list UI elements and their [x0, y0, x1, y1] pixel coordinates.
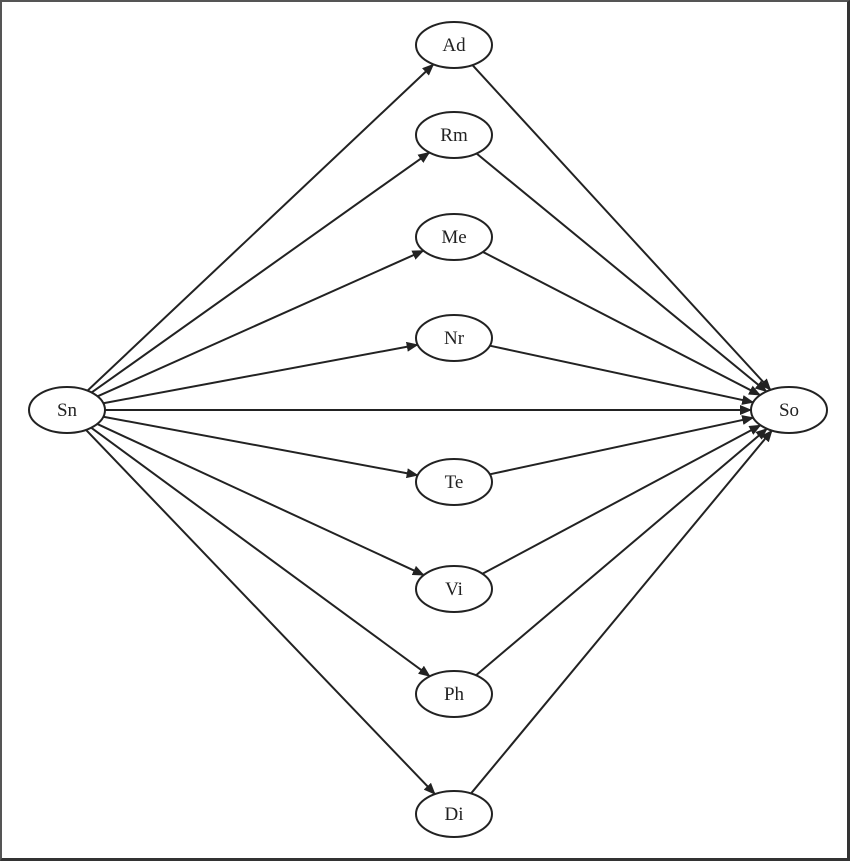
node-ellipse — [415, 458, 493, 506]
node-ellipse — [415, 21, 493, 69]
edge-sn-to-vi — [96, 423, 425, 576]
node-ellipse — [415, 213, 493, 261]
node-ph: Ph — [415, 670, 493, 718]
node-di: Di — [415, 790, 493, 838]
node-nr: Nr — [415, 314, 493, 362]
edge-ad-to-so — [471, 64, 772, 391]
node-label: Nr — [444, 328, 465, 349]
node-ellipse — [415, 565, 493, 613]
edge-sn-to-di — [85, 429, 436, 795]
node-label: Rm — [440, 125, 468, 146]
node-me: Me — [415, 213, 493, 261]
node-label: Te — [445, 472, 464, 493]
node-sn: Sn — [28, 386, 106, 434]
node-ellipse — [415, 111, 493, 159]
edge-vi-to-so — [482, 424, 762, 575]
node-label: Ph — [444, 684, 465, 705]
node-ad: Ad — [415, 21, 493, 69]
edge-te-to-so — [489, 415, 755, 476]
node-so: So — [750, 386, 828, 434]
edge-sn-to-rm — [91, 151, 431, 394]
node-ellipse — [415, 314, 493, 362]
node-vi: Vi — [415, 565, 493, 613]
node-label: Me — [441, 227, 466, 248]
node-ellipse — [415, 790, 493, 838]
edge-di-to-so — [470, 429, 773, 795]
node-ellipse — [415, 670, 493, 718]
edge-sn-to-nr — [103, 341, 419, 405]
node-label: Vi — [445, 579, 463, 600]
node-label: So — [779, 400, 799, 421]
edge-ph-to-so — [475, 427, 768, 677]
node-label: Di — [445, 804, 464, 825]
edge-sn-to-ad — [86, 63, 435, 392]
edge-sn-to-ph — [90, 426, 431, 678]
edge-rm-to-so — [475, 152, 768, 393]
edge-me-to-so — [482, 251, 761, 396]
node-te: Te — [415, 458, 493, 506]
node-rm: Rm — [415, 111, 493, 159]
edge-sn-to-te — [103, 415, 419, 479]
node-ellipse — [750, 386, 828, 434]
node-label: Sn — [57, 400, 78, 421]
node-ellipse — [28, 386, 106, 434]
edge-nr-to-so — [489, 344, 755, 405]
edge-sn-to-me — [97, 249, 425, 398]
node-label: Ad — [442, 35, 466, 56]
edges-group — [85, 63, 773, 795]
